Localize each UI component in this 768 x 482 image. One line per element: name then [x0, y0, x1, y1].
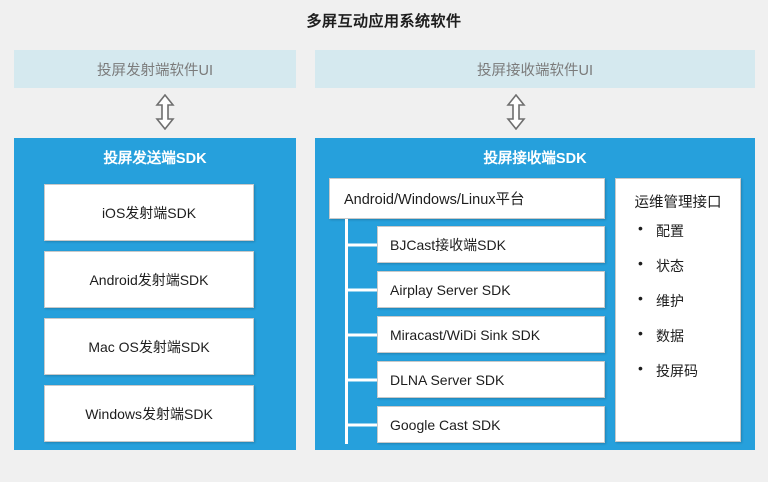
sdk-card-label: Mac OS发射端SDK: [88, 338, 210, 355]
sdk-card-label: Windows发射端SDK: [85, 405, 213, 422]
sdk-card-label: iOS发射端SDK: [101, 204, 197, 221]
ops-list-item-maintenance[interactable]: 维护: [638, 290, 740, 311]
sdk-card-label: Android发射端SDK: [89, 271, 209, 288]
ops-management-title: 运维管理接口: [634, 195, 722, 211]
sdk-card-ios[interactable]: iOS发射端SDK: [44, 184, 254, 241]
receiver-sdk-panel-header: 投屏接收端SDK: [483, 151, 587, 167]
banner-sender-ui-label: 投屏发射端软件UI: [97, 62, 213, 79]
sdk-card-airplay-server[interactable]: Airplay Server SDK: [377, 271, 605, 308]
ops-management-card: 运维管理接口 配置 状态 维护 数据 投屏码: [615, 178, 741, 442]
platform-card-label: Android/Windows/Linux平台: [344, 192, 525, 208]
ops-list-item-status[interactable]: 状态: [638, 255, 740, 276]
double-arrow-vertical-icon: [154, 93, 176, 131]
ops-list-item-cast-code[interactable]: 投屏码: [638, 360, 740, 381]
sdk-card-google-cast[interactable]: Google Cast SDK: [377, 406, 605, 443]
double-arrow-vertical-icon: [505, 93, 527, 131]
sender-sdk-list: iOS发射端SDK Android发射端SDK Mac OS发射端SDK Win…: [44, 184, 254, 452]
sdk-card-android[interactable]: Android发射端SDK: [44, 251, 254, 308]
sdk-card-label: Google Cast SDK: [390, 416, 501, 433]
platform-card[interactable]: Android/Windows/Linux平台: [329, 178, 605, 219]
sdk-card-label: DLNA Server SDK: [390, 371, 505, 388]
banner-receiver-ui: 投屏接收端软件UI: [315, 50, 755, 88]
banner-receiver-ui-label: 投屏接收端软件UI: [477, 62, 593, 79]
banner-sender-ui: 投屏发射端软件UI: [14, 50, 296, 88]
sender-sdk-panel-header: 投屏发送端SDK: [103, 151, 207, 167]
sdk-card-macos[interactable]: Mac OS发射端SDK: [44, 318, 254, 375]
sdk-card-bjcast[interactable]: BJCast接收端SDK: [377, 226, 605, 263]
sdk-card-label: Airplay Server SDK: [390, 281, 511, 298]
ops-management-list: 配置 状态 维护 数据 投屏码: [616, 220, 740, 381]
sdk-card-windows[interactable]: Windows发射端SDK: [44, 385, 254, 442]
sdk-card-dlna-server[interactable]: DLNA Server SDK: [377, 361, 605, 398]
ops-list-item-data[interactable]: 数据: [638, 325, 740, 346]
page-title: 多屏互动应用系统软件: [306, 13, 462, 30]
sdk-card-miracast-widi-sink[interactable]: Miracast/WiDi Sink SDK: [377, 316, 605, 353]
receiver-sdk-list: BJCast接收端SDK Airplay Server SDK Miracast…: [377, 226, 605, 451]
ops-list-item-config[interactable]: 配置: [638, 220, 740, 241]
sdk-card-label: BJCast接收端SDK: [390, 236, 506, 253]
sdk-card-label: Miracast/WiDi Sink SDK: [390, 326, 541, 343]
